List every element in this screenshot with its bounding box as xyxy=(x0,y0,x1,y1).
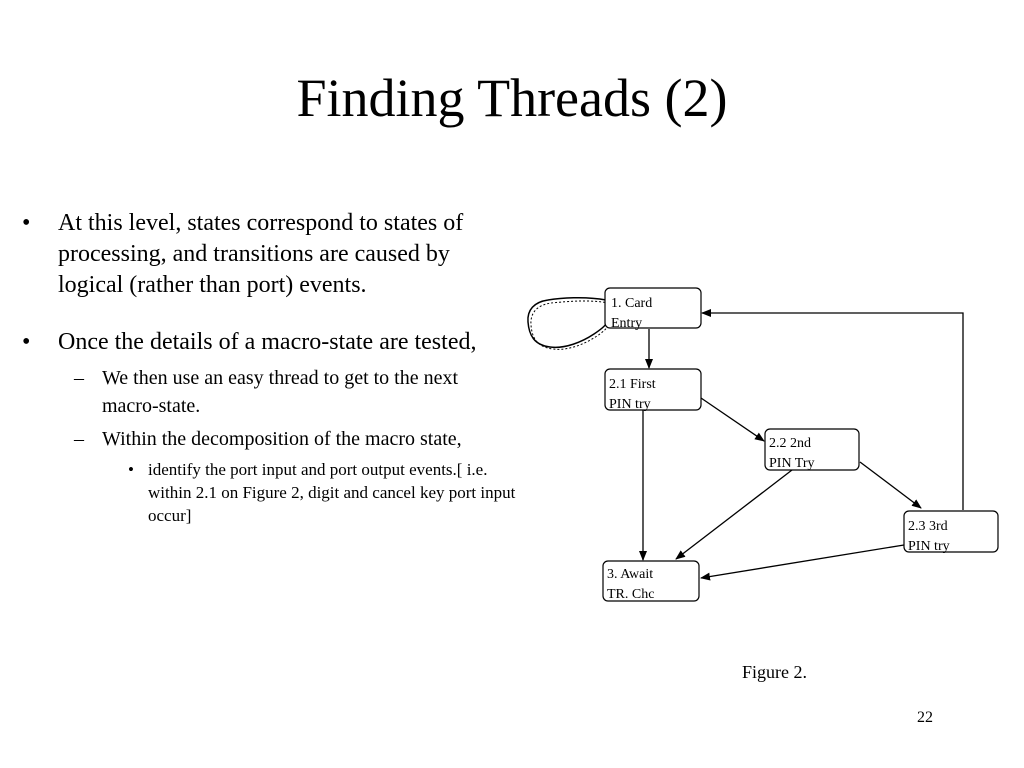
edge-third-pin-to-await xyxy=(700,544,905,581)
node-label: PIN Try xyxy=(769,456,815,471)
edge-first-pin-to-second-pin xyxy=(700,397,765,442)
node-await-tr-chc: 3. Await TR. Chc xyxy=(602,560,700,602)
node-label: 3. Await xyxy=(607,567,653,582)
bullet-list: • At this level, states correspond to st… xyxy=(18,208,518,527)
node-label: 2.1 First xyxy=(609,377,656,392)
node-first-pin-try: 2.1 First PIN try xyxy=(604,368,702,412)
sub-sub-bullet-item: • identify the port input and port outpu… xyxy=(18,458,518,527)
figure-caption: Figure 2. xyxy=(742,662,807,682)
bullet-marker: • xyxy=(128,460,134,479)
node-third-pin-try: 2.3 3rd PIN try xyxy=(903,510,999,554)
node-label: PIN try xyxy=(609,397,651,412)
node-label: 1. Card xyxy=(611,296,652,311)
page-number: 22 xyxy=(917,709,933,726)
bullet-text: At this level, states correspond to stat… xyxy=(58,210,464,298)
node-label: TR. Chc xyxy=(607,587,654,602)
self-loop xyxy=(527,296,607,349)
slide-title: Finding Threads (2) xyxy=(296,68,728,128)
sub-sub-bullet-text: identify the port input and port output … xyxy=(148,460,516,525)
edge-third-pin-to-card-entry xyxy=(701,309,964,510)
node-label: PIN try xyxy=(908,539,950,554)
dash-marker: – xyxy=(74,428,84,450)
node-label: 2.3 3rd xyxy=(908,519,948,534)
sub-bullet-item: – Within the decomposition of the macro … xyxy=(18,425,518,453)
bullet-item: • At this level, states correspond to st… xyxy=(18,208,518,301)
sub-bullet-text: We then use an easy thread to get to the… xyxy=(102,367,459,417)
node-card-entry: 1. Card Entry xyxy=(604,287,702,331)
sub-bullet-text: Within the decomposition of the macro st… xyxy=(102,428,462,450)
bullet-text: Once the details of a macro-state are te… xyxy=(58,329,477,355)
node-label: 2.2 2nd xyxy=(769,436,811,451)
node-label: Entry xyxy=(611,316,642,331)
self-loop-shadow xyxy=(530,300,610,350)
node-second-pin-try: 2.2 2nd PIN Try xyxy=(764,428,860,471)
edge-second-pin-to-third-pin xyxy=(859,461,922,509)
dash-marker: – xyxy=(74,367,84,389)
edge-second-pin-to-await xyxy=(675,469,793,560)
bullet-marker: • xyxy=(22,329,31,355)
bullet-marker: • xyxy=(22,210,31,236)
bullet-item: • Once the details of a macro-state are … xyxy=(18,327,518,358)
sub-bullet-item: – We then use an easy thread to get to t… xyxy=(18,364,518,420)
